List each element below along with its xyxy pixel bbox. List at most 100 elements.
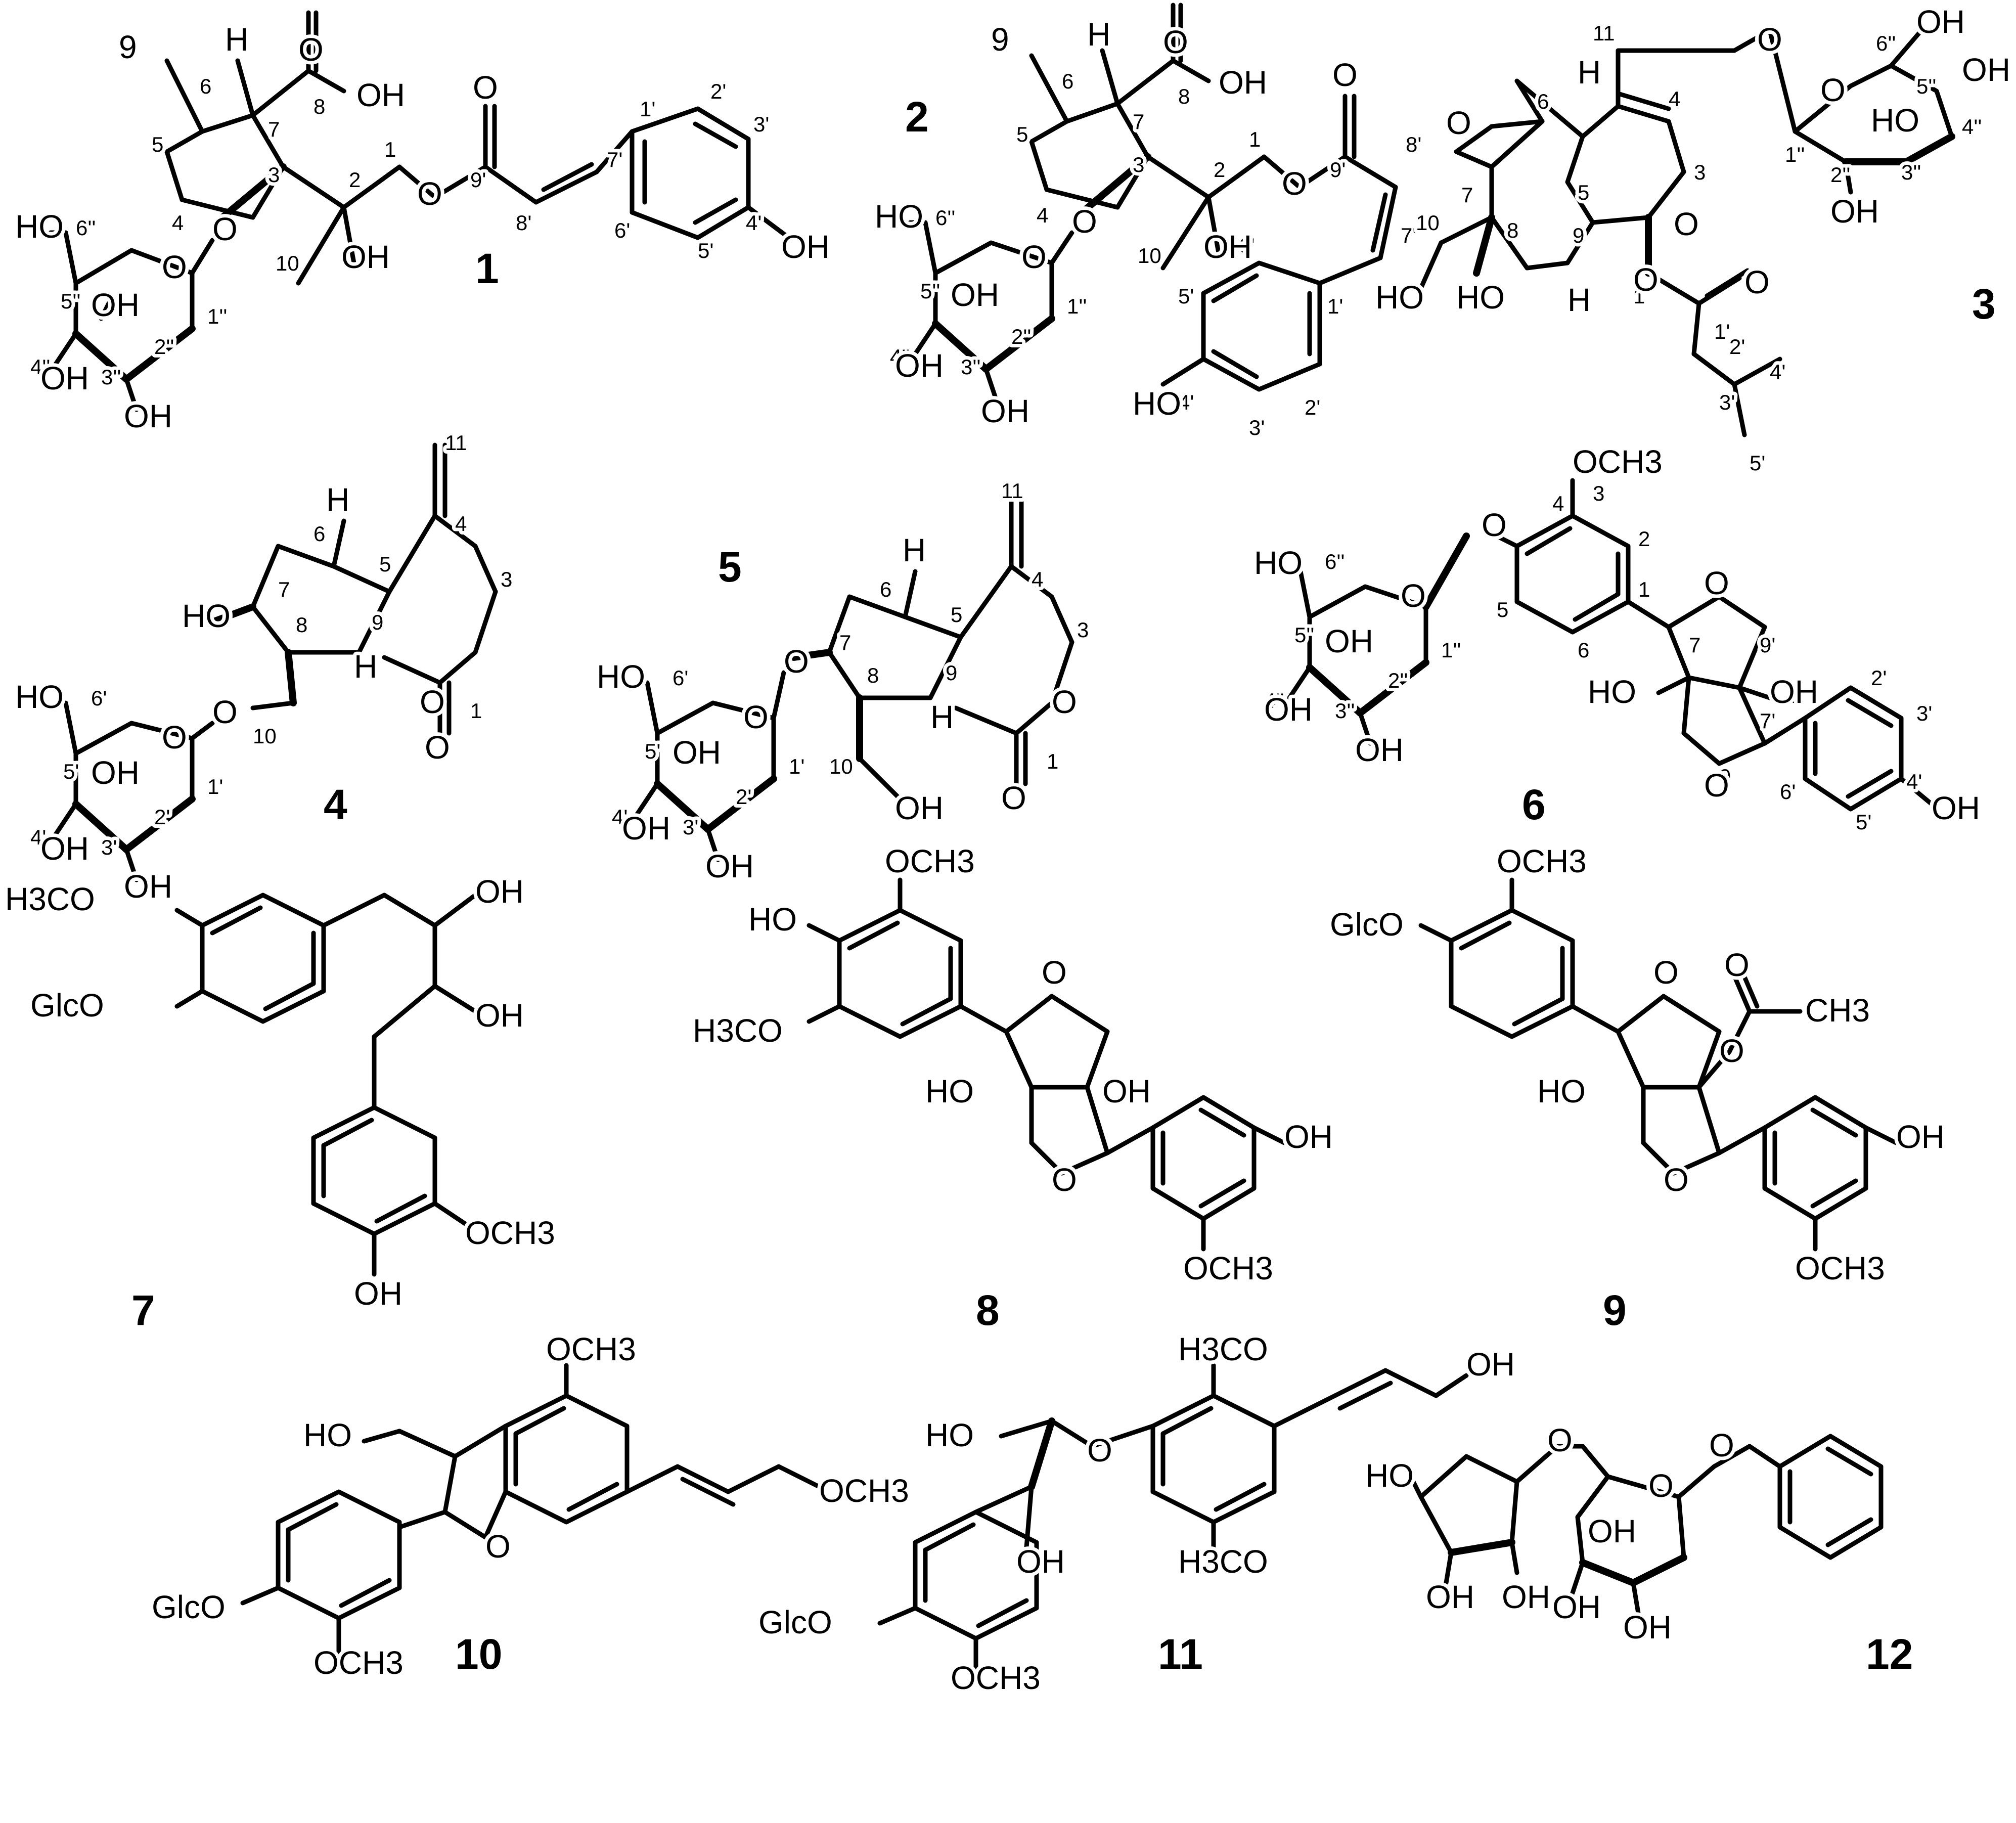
svg-text:4: 4: [1669, 87, 1680, 111]
svg-text:O: O: [1674, 206, 1699, 242]
svg-text:H3CO: H3CO: [5, 881, 95, 917]
svg-text:O: O: [1042, 954, 1067, 991]
svg-text:6'': 6'': [76, 216, 96, 240]
svg-text:3: 3: [501, 567, 512, 591]
svg-text:HO: HO: [182, 598, 231, 634]
svg-text:1: 1: [1638, 577, 1650, 601]
svg-text:6': 6': [91, 686, 107, 710]
svg-text:OH: OH: [673, 734, 721, 771]
svg-text:HO: HO: [875, 198, 923, 235]
svg-text:OH: OH: [1219, 64, 1267, 101]
svg-text:H: H: [1578, 54, 1601, 91]
svg-text:O: O: [420, 684, 445, 720]
svg-text:1: 1: [1249, 127, 1261, 151]
svg-text:O: O: [1820, 72, 1846, 108]
svg-text:HO: HO: [925, 1073, 974, 1109]
svg-text:OH: OH: [1284, 1119, 1333, 1155]
svg-text:O: O: [1653, 954, 1679, 991]
svg-text:1': 1': [1714, 320, 1730, 343]
svg-text:9: 9: [372, 610, 383, 634]
svg-text:4: 4: [1552, 492, 1564, 515]
structure-compound-12: HO O O O OH OH OH OH OH 12: [1362, 1418, 1913, 1678]
svg-text:OH: OH: [1830, 193, 1879, 230]
svg-text:10: 10: [253, 724, 277, 748]
svg-text:OH: OH: [124, 398, 172, 434]
svg-text:OCH3: OCH3: [1183, 1250, 1273, 1286]
svg-text:5: 5: [1497, 598, 1508, 621]
svg-text:O: O: [1401, 577, 1426, 614]
svg-text:3: 3: [1972, 280, 1996, 328]
svg-text:4': 4': [746, 211, 761, 235]
svg-text:O: O: [1709, 1427, 1734, 1463]
svg-text:3': 3': [101, 835, 117, 859]
svg-text:9: 9: [946, 661, 957, 685]
svg-text:OH: OH: [895, 347, 944, 384]
svg-text:OH: OH: [1203, 229, 1252, 265]
svg-text:GlcO: GlcO: [30, 987, 104, 1024]
svg-text:O: O: [1052, 684, 1077, 720]
svg-text:1'': 1'': [1441, 638, 1461, 662]
svg-text:O: O: [1704, 767, 1729, 804]
svg-text:6: 6: [880, 577, 891, 601]
svg-text:4'': 4'': [1962, 115, 1982, 139]
svg-text:2': 2': [1871, 666, 1887, 690]
svg-text:5: 5: [1016, 122, 1028, 146]
svg-text:OH: OH: [356, 77, 405, 113]
svg-text:O: O: [1724, 947, 1750, 983]
svg-text:7: 7: [268, 117, 280, 141]
svg-text:1: 1: [470, 699, 482, 723]
svg-text:HO: HO: [748, 901, 797, 938]
svg-text:6'': 6'': [1876, 31, 1896, 55]
svg-text:6': 6': [614, 218, 630, 242]
svg-text:5': 5': [698, 239, 713, 262]
svg-text:3'': 3'': [1335, 699, 1355, 723]
svg-text:OH: OH: [1426, 1579, 1474, 1615]
svg-text:OH: OH: [981, 393, 1029, 429]
svg-text:8: 8: [976, 1286, 1000, 1334]
svg-text:O: O: [1072, 203, 1097, 240]
svg-text:O: O: [1482, 507, 1507, 543]
svg-text:6': 6': [1239, 234, 1255, 257]
svg-text:2': 2': [154, 805, 170, 829]
svg-text:HO: HO: [1871, 102, 1919, 139]
svg-text:2: 2: [905, 93, 929, 141]
svg-text:OH: OH: [622, 810, 670, 847]
svg-text:2'': 2'': [1388, 669, 1408, 692]
svg-text:6: 6: [1537, 90, 1549, 113]
svg-text:OCH3: OCH3: [1497, 843, 1587, 879]
svg-text:OH: OH: [1552, 1589, 1601, 1625]
svg-text:1': 1': [1327, 294, 1343, 318]
svg-text:7: 7: [1689, 633, 1700, 657]
svg-text:O: O: [485, 1528, 511, 1565]
svg-text:OH: OH: [91, 287, 140, 323]
svg-text:H: H: [326, 481, 349, 518]
svg-text:6'': 6'': [935, 206, 955, 230]
svg-text:3': 3': [753, 112, 769, 136]
svg-text:O: O: [212, 694, 238, 730]
svg-text:H3CO: H3CO: [1178, 1543, 1268, 1580]
structure-compound-7: H3CO GlcO OH OH OCH3 OH 7: [2, 870, 559, 1334]
svg-text:OH: OH: [1932, 790, 1980, 826]
svg-text:4: 4: [1032, 567, 1043, 591]
svg-text:OCH3: OCH3: [1573, 443, 1663, 480]
svg-text:5: 5: [951, 603, 962, 627]
svg-text:O: O: [1446, 105, 1471, 141]
svg-text:3: 3: [268, 163, 280, 187]
svg-text:7: 7: [131, 1286, 155, 1334]
svg-text:OH: OH: [781, 229, 830, 265]
svg-text:8: 8: [296, 613, 307, 637]
structure-compound-4: 11 4 3 5 6 7 8 9 1 10 6' 5' 4' 3' 2' 1' …: [12, 427, 516, 908]
svg-text:10: 10: [1416, 211, 1440, 235]
svg-text:1': 1': [640, 97, 655, 121]
svg-text:4'': 4'': [1264, 689, 1284, 713]
svg-text:H3CO: H3CO: [693, 1012, 783, 1049]
svg-text:O: O: [1052, 1162, 1077, 1198]
svg-text:2: 2: [349, 168, 361, 192]
svg-text:5: 5: [1578, 181, 1589, 204]
svg-text:4: 4: [324, 781, 347, 828]
svg-text:O: O: [1757, 21, 1782, 58]
svg-text:9: 9: [119, 29, 137, 65]
svg-text:11: 11: [1593, 21, 1615, 45]
structure-compound-3: 11 4 3 5 9 6 7 8 10 1 1' 2' 3' 4' 5' 1''…: [1372, 0, 2014, 478]
